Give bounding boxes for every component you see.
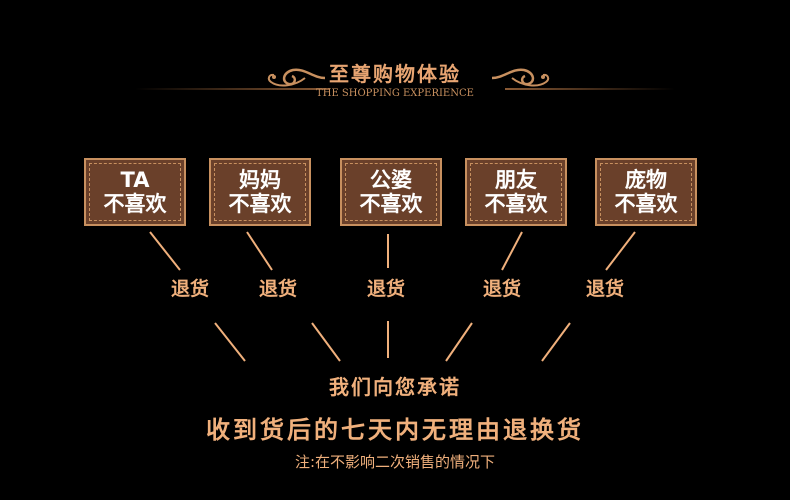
connector-line [445, 322, 473, 362]
connector-line [501, 231, 523, 271]
header-rule-left [135, 88, 330, 90]
return-label: 退货 [482, 278, 521, 300]
header-rule-right [505, 88, 675, 90]
box-label-top: 朋友 [495, 168, 537, 192]
box-in-laws: 公婆 不喜欢 [340, 158, 442, 226]
connector-line [214, 322, 246, 362]
connector-line [246, 231, 273, 271]
guarantee-text: 收到货后的七天内无理由退换货 [206, 416, 584, 444]
box-label-top: 妈妈 [239, 168, 281, 192]
promise-heading: 我们向您承诺 [329, 375, 461, 399]
return-label: 退货 [585, 278, 624, 300]
connector-line [605, 231, 636, 271]
box-label-bottom: 不喜欢 [359, 192, 423, 216]
header-subtitle: THE SHOPPING EXPERIENCE [316, 88, 474, 99]
box-label-bottom: 不喜欢 [228, 192, 292, 216]
box-label-bottom: 不喜欢 [103, 192, 167, 216]
connector-line [541, 322, 571, 362]
left-scroll-ornament-icon [267, 68, 326, 87]
box-friend: 朋友 不喜欢 [465, 158, 567, 226]
box-label-bottom: 不喜欢 [614, 192, 678, 216]
connector-line [311, 322, 341, 362]
box-label-top: 公婆 [370, 168, 412, 192]
box-pet: 庞物 不喜欢 [595, 158, 697, 226]
right-scroll-ornament-icon [491, 68, 550, 87]
box-label-bottom: 不喜欢 [484, 192, 548, 216]
return-label: 退货 [258, 278, 297, 300]
box-label-top: 庞物 [625, 168, 667, 192]
connector-line [149, 231, 181, 271]
box-mom: 妈妈 不喜欢 [209, 158, 311, 226]
box-ta: TA 不喜欢 [84, 158, 186, 226]
footnote: 注:在不影响二次销售的情况下 [294, 453, 496, 471]
header-title: 至尊购物体验 [329, 62, 461, 86]
return-label: 退货 [366, 278, 405, 300]
box-label-top: TA [120, 168, 150, 192]
return-label: 退货 [170, 278, 209, 300]
